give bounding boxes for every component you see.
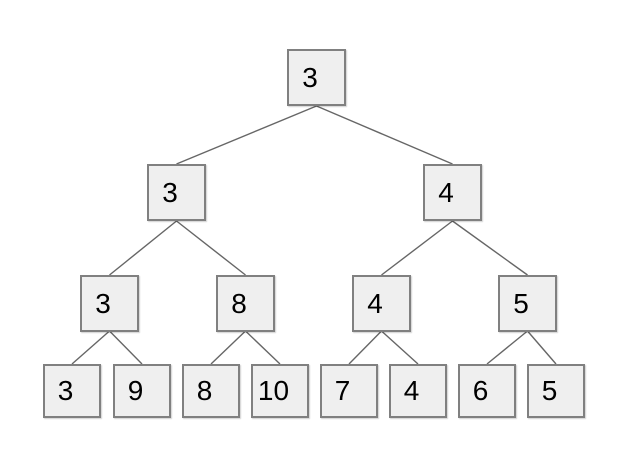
tree-node-leaf-0: 3: [43, 364, 101, 418]
tree-node-L2-1: 8: [216, 275, 275, 332]
tree-node-root: 3: [287, 49, 346, 106]
edge-L1-1-L2-2: [381, 220, 453, 276]
tree-node-L2-3: 5: [498, 275, 557, 332]
tree-node-L1-0: 3: [147, 164, 206, 221]
tree-node-leaf-7: 5: [527, 364, 585, 418]
edge-L2-2-leaf-4: [348, 330, 382, 365]
edge-L2-1-leaf-2: [210, 330, 246, 365]
tree-node-L1-1: 4: [423, 164, 482, 221]
edge-L1-0-L2-1: [176, 220, 246, 276]
tree-node-leaf-1: 9: [113, 364, 171, 418]
tree-node-leaf-6: 6: [458, 364, 516, 418]
edge-root-L1-0: [176, 105, 317, 165]
edge-L2-0-leaf-0: [71, 330, 110, 365]
edge-L2-3-leaf-6: [486, 330, 528, 365]
edge-L2-3-leaf-7: [526, 330, 557, 365]
edge-L1-0-L2-0: [109, 220, 177, 276]
edge-L2-1-leaf-3: [245, 330, 281, 365]
edge-L2-2-leaf-5: [381, 330, 419, 365]
tree-node-leaf-5: 4: [389, 364, 447, 418]
tree-node-leaf-3: 10: [251, 364, 309, 418]
tree-node-leaf-4: 7: [320, 364, 378, 418]
tree-node-leaf-2: 8: [182, 364, 240, 418]
edge-root-L1-1: [316, 105, 453, 165]
edge-L1-1-L2-3: [452, 220, 528, 276]
tree-node-L2-2: 4: [352, 275, 411, 332]
edge-L2-0-leaf-1: [109, 330, 143, 365]
tree-node-L2-0: 3: [80, 275, 139, 332]
